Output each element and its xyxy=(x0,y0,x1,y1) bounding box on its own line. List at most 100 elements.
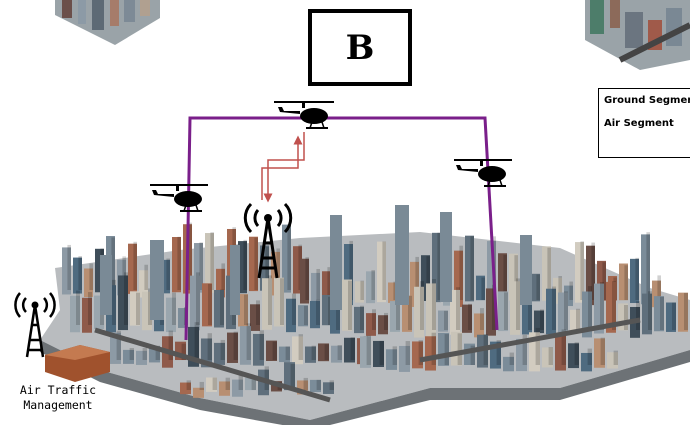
building-shade xyxy=(311,345,316,360)
building-shade xyxy=(470,345,475,365)
building-shade xyxy=(88,292,92,325)
building xyxy=(128,243,137,294)
building-shade xyxy=(276,248,280,290)
building xyxy=(250,304,260,331)
building-shade xyxy=(280,278,284,325)
building-shade xyxy=(264,366,269,390)
building-shade xyxy=(561,329,566,365)
building-shade xyxy=(588,286,592,330)
building-shade xyxy=(221,263,225,290)
building xyxy=(586,245,595,306)
building xyxy=(323,382,334,394)
building xyxy=(630,258,639,304)
building xyxy=(462,304,472,333)
building xyxy=(214,342,225,365)
building xyxy=(390,301,400,332)
building-shade xyxy=(480,308,484,330)
building-shade xyxy=(348,280,352,330)
building xyxy=(360,336,371,368)
building xyxy=(568,343,579,369)
building-shade xyxy=(89,263,93,290)
building-shade xyxy=(210,232,214,290)
building-shade xyxy=(444,310,448,330)
building-shade xyxy=(199,242,203,290)
building xyxy=(318,343,329,362)
building xyxy=(238,294,248,327)
building-shade xyxy=(268,275,272,325)
building xyxy=(240,326,251,365)
building-shade xyxy=(181,343,186,360)
building xyxy=(238,241,247,294)
building-shade xyxy=(287,224,291,290)
helicopter-icon xyxy=(454,159,512,187)
building xyxy=(342,279,352,331)
building-shade xyxy=(558,276,562,300)
building-shade xyxy=(536,274,540,300)
building xyxy=(465,235,474,302)
atm-label-line1: Air Traffic xyxy=(19,383,97,397)
building-shade xyxy=(509,352,514,365)
building xyxy=(286,298,296,333)
building-shade xyxy=(188,222,192,290)
building xyxy=(262,278,272,330)
building-shade xyxy=(459,245,463,300)
building-shade xyxy=(468,303,472,330)
building xyxy=(575,242,584,303)
building xyxy=(606,281,616,333)
building-shade xyxy=(503,254,507,300)
building-shade xyxy=(285,346,290,360)
building-shade xyxy=(528,301,532,330)
building xyxy=(555,332,566,371)
building-shade xyxy=(67,244,71,290)
building xyxy=(476,275,485,301)
building-shade xyxy=(155,345,160,360)
building-shade xyxy=(437,232,441,300)
building-shade xyxy=(624,304,628,330)
building-shade xyxy=(196,272,200,325)
building-shade xyxy=(624,265,628,300)
building-shade xyxy=(600,337,605,365)
building-shade xyxy=(349,240,353,300)
building xyxy=(510,281,520,335)
building-shade xyxy=(535,327,540,365)
building xyxy=(642,293,652,335)
building-shade xyxy=(636,301,640,330)
city-block-top-right xyxy=(585,0,690,70)
building-shade xyxy=(564,291,568,330)
building-shade xyxy=(420,281,424,330)
building xyxy=(486,288,496,336)
building xyxy=(310,379,321,393)
building xyxy=(298,305,308,327)
building-shade xyxy=(244,294,248,325)
building xyxy=(414,286,424,338)
building xyxy=(503,356,514,372)
building-shade xyxy=(78,256,82,290)
building-shade xyxy=(382,241,386,300)
building xyxy=(450,289,460,335)
building-shade xyxy=(660,296,664,330)
building-shade xyxy=(246,323,251,360)
building-shade xyxy=(492,284,496,330)
building-shade xyxy=(316,268,320,300)
radio-tower-icon xyxy=(14,292,56,358)
atm-label: Air Traffic Management xyxy=(8,383,108,413)
building xyxy=(378,315,388,335)
city-main xyxy=(40,205,690,425)
building-shade xyxy=(186,380,191,390)
building-shade xyxy=(672,302,676,330)
building xyxy=(474,313,484,338)
building xyxy=(451,331,462,366)
building-shade xyxy=(272,341,277,360)
building xyxy=(619,263,628,301)
building xyxy=(516,338,527,372)
building-shade xyxy=(522,334,527,365)
building xyxy=(73,257,82,294)
building xyxy=(388,282,397,303)
building xyxy=(564,285,573,307)
building xyxy=(421,255,430,302)
building-shade xyxy=(337,345,342,360)
building-shade xyxy=(514,255,518,300)
building-shade xyxy=(316,379,321,390)
building xyxy=(205,233,214,293)
